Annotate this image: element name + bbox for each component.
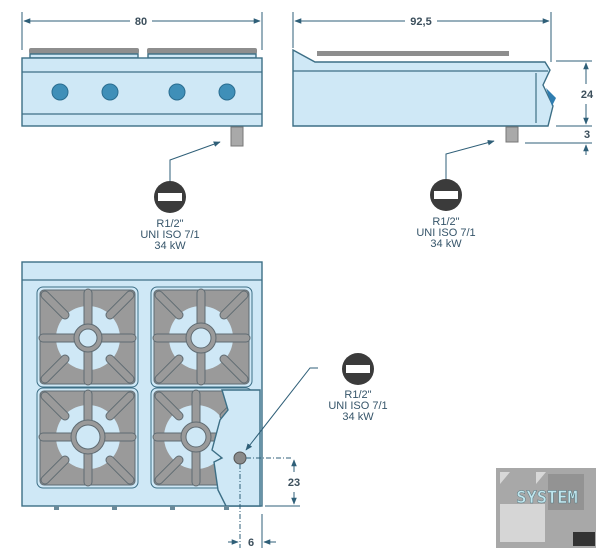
system-logo: SYSTEM	[496, 468, 596, 548]
gas-power-label: 34 kW	[154, 240, 186, 252]
gas-connector-icon	[233, 451, 247, 465]
gas-connector-icon	[230, 126, 244, 147]
knob-icon	[101, 83, 119, 101]
gas-power-label: 34 kW	[342, 411, 374, 423]
dimension-connector-offset: 3	[584, 129, 590, 141]
gas-symbol-icon	[342, 353, 374, 385]
knob-icon	[218, 83, 236, 101]
gas-symbol-icon	[430, 179, 462, 211]
logo-text: SYSTEM	[516, 488, 577, 508]
front-view: 80 R1/2" UNI ISO 7/1 34 kW	[21, 12, 263, 252]
gas-standard-label: UNI ISO 7/1	[328, 400, 387, 412]
top-view: 23 6 R1/2" UNI ISO 7/1 34 kW	[21, 261, 388, 549]
dimension-width: 80	[135, 16, 147, 28]
knob-icon	[51, 83, 69, 101]
dimension-connector-height: 23	[288, 477, 300, 489]
dimension-connector-offset-x: 6	[248, 537, 254, 549]
gas-thread-label: R1/2"	[344, 389, 371, 401]
gas-connector-icon	[505, 126, 519, 143]
gas-standard-label: UNI ISO 7/1	[416, 227, 475, 239]
gas-thread-label: R1/2"	[432, 216, 459, 228]
gas-standard-label: UNI ISO 7/1	[140, 229, 199, 241]
dimension-height: 24	[581, 89, 594, 101]
side-view: 92,5 24 3 R1/2" UNI ISO 7/1 34 kW	[292, 12, 594, 250]
dimension-depth: 92,5	[410, 16, 431, 28]
gas-symbol-icon	[154, 181, 186, 213]
knob-icon	[168, 83, 186, 101]
gas-power-label: 34 kW	[430, 238, 462, 250]
gas-thread-label: R1/2"	[156, 218, 183, 230]
